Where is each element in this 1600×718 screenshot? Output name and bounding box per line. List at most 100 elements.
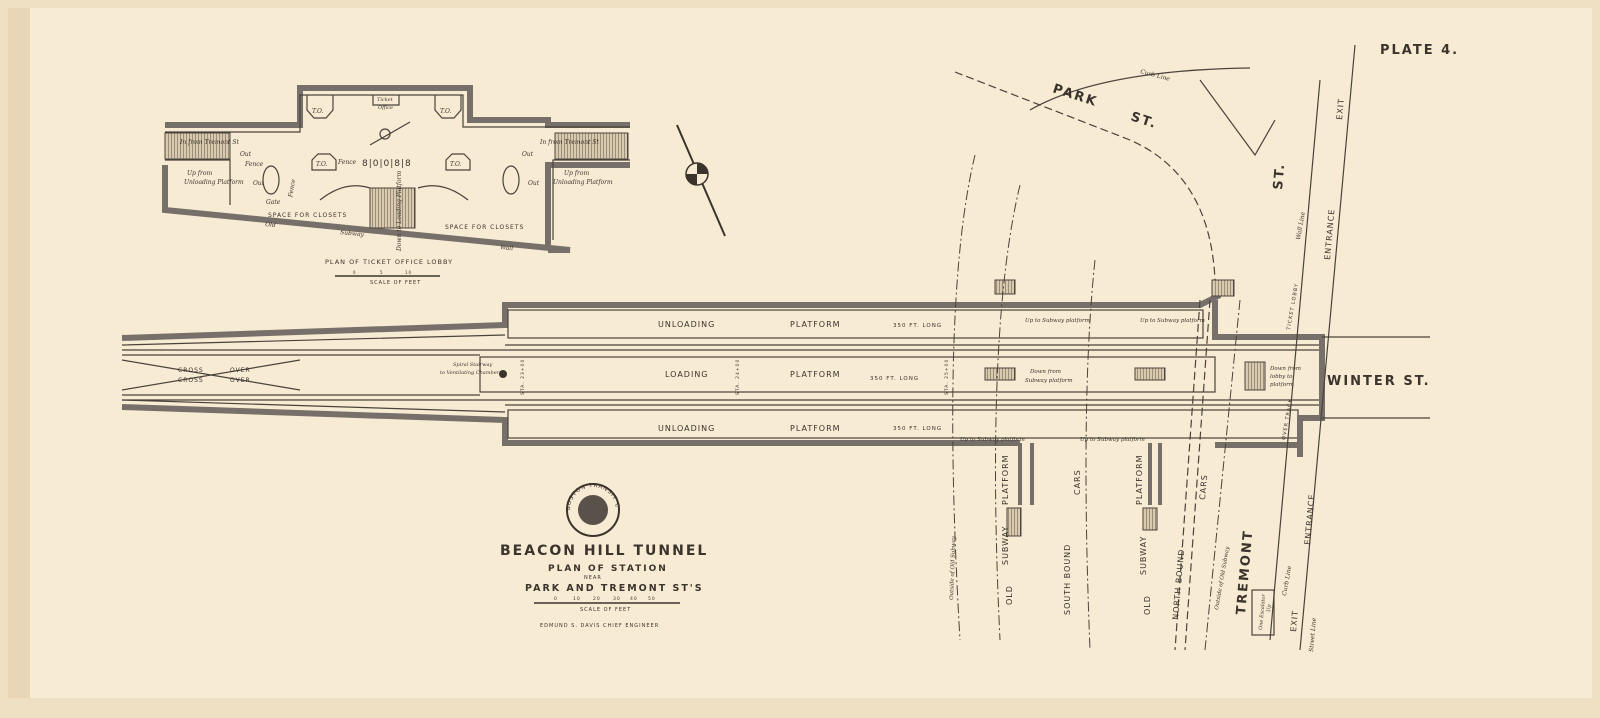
subway-label: SUBWAY: [1001, 526, 1010, 565]
entrance-label: ENTRANCE: [1323, 208, 1336, 260]
entrance-label: ENTRANCE: [1303, 493, 1316, 545]
tunnel-plan: UNLOADING PLATFORM 350 FT. LONG LOADING …: [121, 279, 1325, 636]
crossover-label: OVER: [230, 367, 251, 374]
up-from-label: Up from: [564, 170, 590, 177]
old-label: OLD: [1005, 585, 1014, 605]
down-from-subway-label: Subway platform: [1025, 378, 1073, 384]
stairs: [1142, 507, 1158, 531]
tremont-street-lines: [1269, 44, 1356, 651]
out-label: Out: [240, 151, 252, 158]
up-to-subway-label: Up to Subway platform: [960, 437, 1025, 443]
curb-line: [1174, 299, 1211, 651]
up-from-label: Up from: [187, 170, 213, 177]
stairs: [984, 367, 1016, 381]
scale-tick: 10: [573, 596, 581, 602]
chief-engineer-credit: EDMUND S. DAVIS CHIEF ENGINEER: [540, 623, 659, 629]
platform-label: PLATFORM: [790, 320, 841, 329]
loading-label: LOADING: [665, 370, 709, 379]
length-label: 350 FT. LONG: [893, 426, 942, 432]
escalator-label: Up: [1266, 603, 1273, 612]
scale-tick: 30: [613, 596, 621, 602]
crossover-label: CROSS: [178, 367, 204, 374]
fence-label: Fence: [244, 161, 264, 168]
to-label: T.O.: [316, 161, 328, 168]
lobby-scale-label: SCALE OF FEET: [370, 280, 421, 286]
space-for-closets-label: SPACE FOR CLOSETS: [268, 212, 347, 219]
turnstile-gate: [502, 165, 520, 195]
stairs: [994, 279, 1016, 295]
tremont-street-label: ST.: [1271, 162, 1288, 190]
stairs: [1006, 507, 1022, 537]
to-label: T.O.: [440, 108, 452, 115]
ticket-booths: [306, 95, 462, 119]
scale-tick: 20: [593, 596, 601, 602]
scale-tick: 5: [380, 270, 384, 275]
park-st-curb: [1029, 67, 1276, 157]
scale-tick: 0: [554, 596, 558, 602]
old-subway-track: [1085, 259, 1096, 651]
down-from-lobby-label: Down from: [1269, 366, 1301, 372]
turnstiles: 8|0|0|8|8: [362, 159, 412, 169]
subway-outline: [954, 71, 1216, 281]
up-to-subway-label: Up to Subway platform: [1025, 318, 1090, 324]
platform-label: PLATFORM: [790, 370, 841, 379]
winter-street-label: WINTER ST.: [1327, 374, 1431, 389]
exit-label: EXIT: [1335, 98, 1346, 120]
old-subway-outline: [1204, 299, 1241, 651]
escalator: [1251, 589, 1275, 636]
spiral-stair-label: Spiral Stairway: [453, 362, 492, 368]
to-booths: [311, 153, 471, 171]
length-label: 350 FT. LONG: [870, 376, 919, 382]
near-label: NEAR: [584, 575, 602, 581]
unloading-platform-north: [507, 309, 1204, 339]
stairs: [1244, 361, 1266, 391]
old-subway-outline: [952, 154, 976, 641]
platform-label: PLATFORM: [790, 424, 841, 433]
up-from-label: Unloading Platform: [184, 179, 244, 186]
platform-label: PLATFORM: [1135, 454, 1144, 505]
spiral-stair-label: to Ventilating Chamber: [440, 370, 500, 376]
map-subtitle: PLAN OF STATION: [548, 564, 668, 574]
cars-label: CARS: [1198, 474, 1209, 500]
unloading-label: UNLOADING: [658, 424, 715, 433]
up-to-subway-label: Up to Subway platform: [1140, 318, 1205, 324]
old-subway-track: [995, 184, 1021, 641]
stairs: [1211, 279, 1235, 297]
lobby-railings: [319, 185, 469, 201]
binding-edge: [8, 8, 30, 698]
tremont-street-label: TREMONT: [1234, 529, 1256, 615]
loading-platform: [479, 356, 1216, 393]
crossover-label: CROSS: [178, 377, 204, 384]
space-for-closets-label: SPACE FOR CLOSETS: [445, 224, 524, 231]
north-arrow-icon: [676, 124, 726, 237]
stairs: [1134, 367, 1166, 381]
turnstile-gate: [262, 165, 280, 195]
south-bound-label: SOUTH BOUND: [1063, 544, 1072, 615]
scale-label: SCALE OF FEET: [580, 607, 631, 613]
map-location: PARK AND TREMONT ST'S: [525, 583, 704, 594]
out-label: Out: [528, 180, 540, 187]
lobby-stairs-right: [554, 132, 629, 160]
down-from-subway-label: Down from: [1029, 369, 1061, 375]
fence-label: Fence: [287, 178, 297, 199]
in-from-tremont-label: In from Tremont St: [539, 139, 599, 146]
subway-label: Subway: [340, 229, 365, 239]
tunnel-inner-wall: [121, 334, 506, 413]
plate-number: PLATE 4.: [1380, 43, 1459, 58]
up-to-subway-label: Up to Subway platform: [1080, 437, 1145, 443]
down-from-lobby-label: lobby to: [1270, 374, 1293, 380]
subway-label: SUBWAY: [1139, 536, 1148, 575]
map-title: BEACON HILL TUNNEL: [500, 543, 708, 559]
lobby-stairs-center: [369, 187, 416, 229]
wall-line-label: Wall Line: [1295, 211, 1307, 241]
cars-label: CARS: [1073, 469, 1082, 495]
in-from-tremont-label: In from Tremont St: [179, 139, 239, 146]
down-from-lobby-label: platform: [1270, 382, 1294, 388]
scale-tick: 0: [353, 270, 357, 275]
lobby-stairs-left: [164, 132, 231, 160]
ticket-office-lobby-plan: Down to Loading Platform Ticket Office T…: [162, 85, 630, 286]
lobby-compass-needle: [369, 121, 411, 146]
lobby-title: PLAN OF TICKET OFFICE LOBBY: [325, 258, 453, 266]
